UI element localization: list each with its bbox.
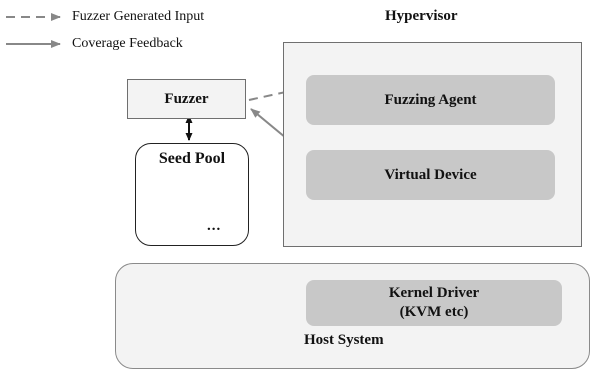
- fuzzing-agent-box: Fuzzing Agent: [306, 75, 555, 125]
- hypervisor-title: Hypervisor: [385, 8, 458, 24]
- fuzzer-label: Fuzzer: [164, 90, 209, 107]
- kernel-driver-box: Kernel Driver (KVM etc): [306, 280, 562, 326]
- hypervisor-box: [283, 42, 582, 247]
- virtual-device-label: Virtual Device: [384, 166, 477, 183]
- fuzzing-agent-label: Fuzzing Agent: [384, 91, 477, 108]
- legend-coverage-feedback: Coverage Feedback: [72, 36, 183, 51]
- virtual-device-box: Virtual Device: [306, 150, 555, 200]
- kernel-driver-label: Kernel Driver: [388, 285, 480, 301]
- host-system-title: Host System: [304, 332, 384, 348]
- seed-pool-title: Seed Pool: [158, 150, 226, 167]
- seed-pool-more: ...: [207, 218, 222, 234]
- seed-pool-box: [135, 143, 249, 246]
- fuzzer-box: Fuzzer: [127, 79, 246, 119]
- kernel-driver-sublabel: (KVM etc): [399, 304, 469, 320]
- legend-fuzzer-generated-input: Fuzzer Generated Input: [72, 9, 205, 24]
